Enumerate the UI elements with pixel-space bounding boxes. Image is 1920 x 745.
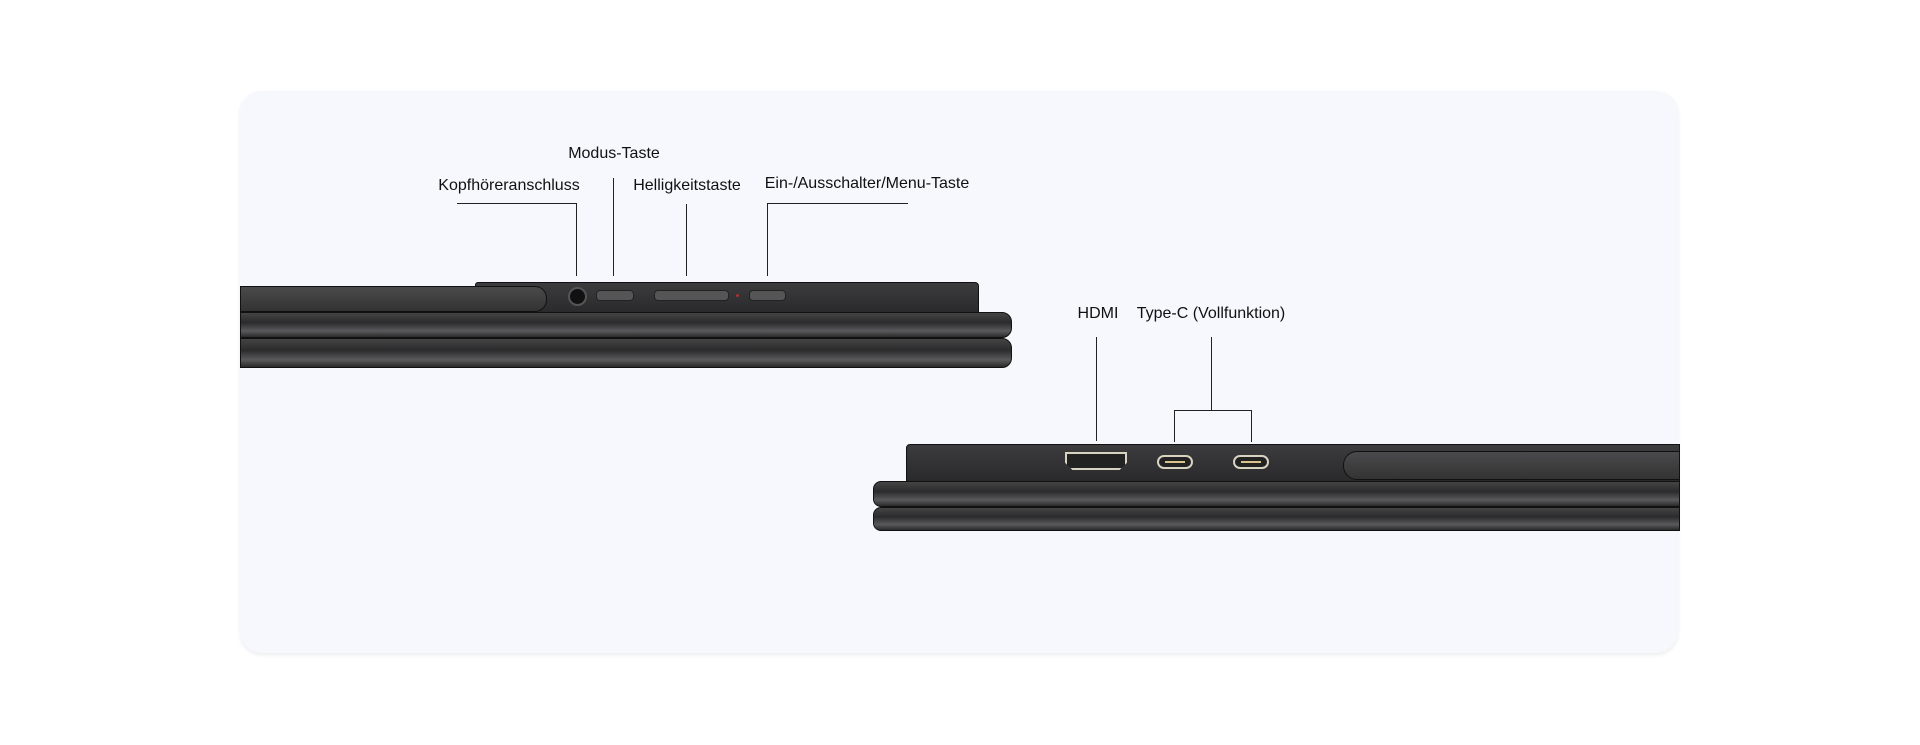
leader-line-typec-1 (1174, 410, 1175, 442)
leader-line-headphone (457, 203, 577, 204)
leader-line-typec-2 (1251, 410, 1252, 442)
label-brightness: Helligkeitstaste (633, 177, 741, 194)
usb-c-port-icon (1157, 455, 1193, 469)
brightness-button (654, 290, 729, 301)
leader-line-mode (613, 178, 614, 276)
product-diagram-card (240, 91, 1678, 653)
leader-line-typec (1211, 337, 1212, 410)
leader-line-brightness (686, 204, 687, 276)
device-bottom-layer (873, 507, 1680, 531)
headphone-jack-icon (568, 287, 587, 306)
label-hdmi: HDMI (1077, 305, 1119, 322)
label-power: Ein-/Ausschalter/Menu-Taste (764, 175, 970, 192)
hdmi-port-icon (1065, 452, 1127, 470)
device-middle-layer (873, 481, 1680, 507)
usb-c-port-icon (1233, 455, 1269, 469)
device-middle-layer (240, 312, 1012, 338)
power-button (749, 290, 786, 301)
label-headphone: Kopfhöreranschluss (438, 177, 580, 194)
leader-line-power-v (767, 203, 768, 276)
leader-line-headphone-v (576, 203, 577, 276)
label-typec: Type-C (Vollfunktion) (1136, 305, 1286, 322)
kickstand (240, 286, 547, 312)
leader-line-power (767, 203, 908, 204)
device-bottom-layer (240, 338, 1012, 368)
led-indicator (736, 294, 739, 297)
mode-button (596, 290, 634, 301)
kickstand (1343, 451, 1680, 480)
leader-bracket-typec (1174, 410, 1252, 411)
leader-line-hdmi (1096, 337, 1097, 441)
label-mode: Modus-Taste (568, 145, 660, 162)
